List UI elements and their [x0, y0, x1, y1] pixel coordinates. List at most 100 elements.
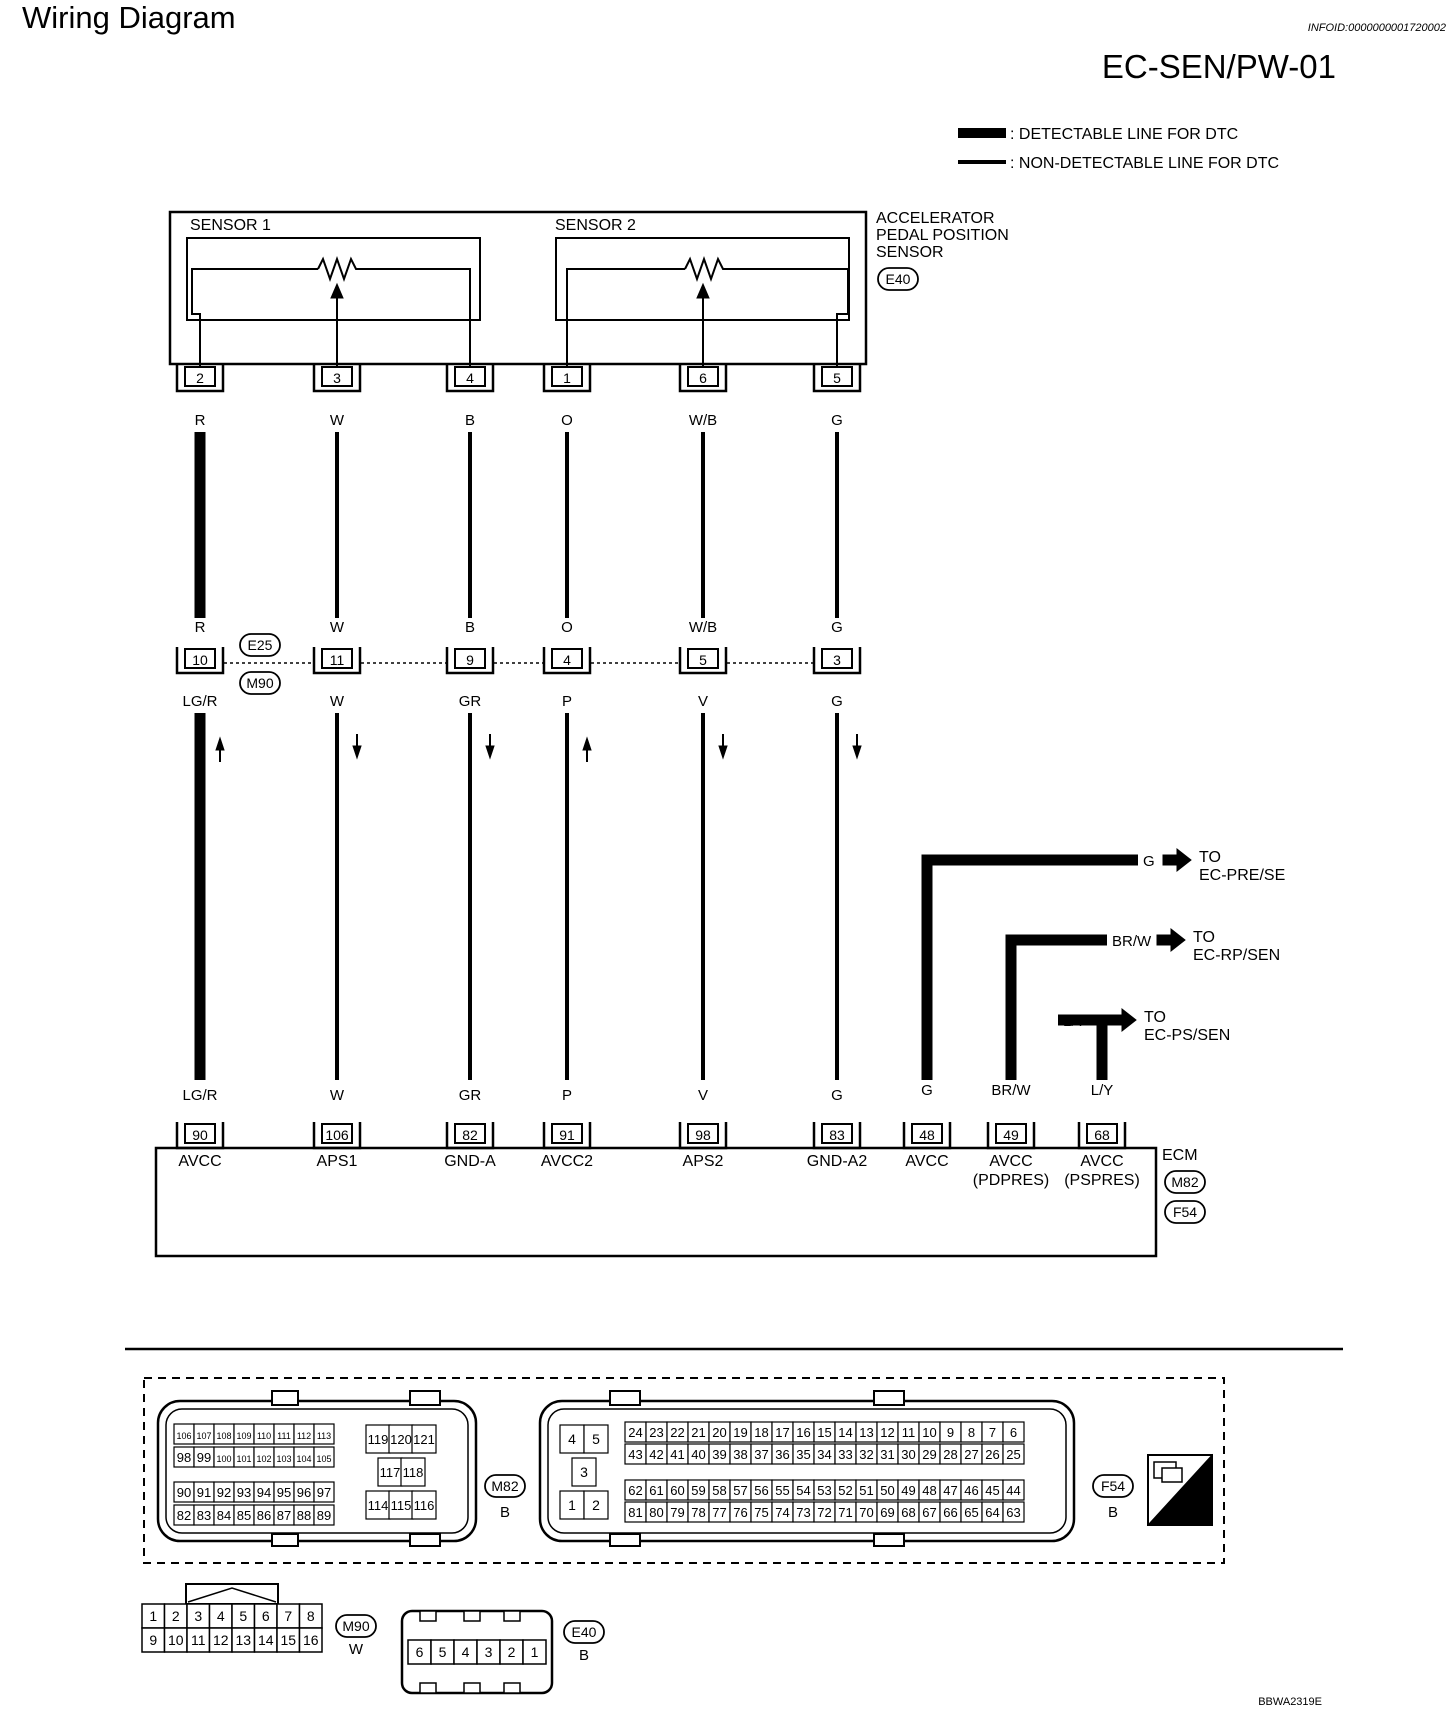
- f54-pin-number: 73: [796, 1505, 810, 1520]
- f54-pin-number: 44: [1006, 1483, 1020, 1498]
- m82-pin-number: 86: [257, 1508, 271, 1523]
- m82-tab: [409, 1533, 441, 1547]
- m90-pin-number: 10: [168, 1632, 184, 1648]
- m82-pin-number: 109: [236, 1431, 251, 1441]
- ecm-connector-m82-outline: [1164, 1170, 1206, 1194]
- branch-wire-48: [921, 854, 1138, 1080]
- f54-pin-number: 46: [964, 1483, 978, 1498]
- f54-pin-number: 34: [817, 1447, 831, 1462]
- wire-color-at-ecm: W: [330, 1087, 345, 1104]
- f54-pin-number: 70: [859, 1505, 873, 1520]
- m90-pin-number: 15: [280, 1632, 296, 1648]
- m82-cavity: [400, 1457, 426, 1487]
- f54-pin-number: 56: [754, 1483, 768, 1498]
- f54-pin-number: 63: [1006, 1505, 1020, 1520]
- f54-connector-name: F54: [1101, 1478, 1125, 1494]
- m82-tab: [271, 1390, 299, 1406]
- ecm-pin-label: AVCC: [905, 1153, 948, 1170]
- joint-pin-3-box: [821, 648, 853, 669]
- m82-pin-number: 111: [277, 1431, 291, 1441]
- joint-pin-5-box: [687, 648, 719, 669]
- f54-pin-number: 36: [775, 1447, 789, 1462]
- f54-tab: [609, 1390, 641, 1406]
- f54-tab: [873, 1533, 905, 1547]
- drawing-id: BBWA2319E: [1258, 1696, 1322, 1708]
- m82-pin-number: 119: [368, 1432, 389, 1447]
- f54-pin-number: 67: [922, 1505, 936, 1520]
- branch-wire-color: L/Y: [1063, 1013, 1086, 1030]
- sensor-name-line-2: PEDAL POSITION: [876, 227, 1009, 244]
- f54-pin-number: 76: [733, 1505, 747, 1520]
- f54-cavity: [1002, 1443, 1025, 1465]
- f54-pin-number: 52: [838, 1483, 852, 1498]
- f54-cavity: [583, 1424, 609, 1454]
- f54-pin-number: 4: [568, 1431, 576, 1447]
- wire-color-at-joint: B: [465, 619, 475, 636]
- branch-arrow: [1162, 847, 1192, 873]
- f54-pin-number: 54: [796, 1483, 810, 1498]
- f54-pin-number: 27: [964, 1447, 978, 1462]
- sensor-pin-6-bracket: [678, 365, 728, 393]
- wire-color-top: W: [330, 412, 345, 429]
- m82-pin-number: 90: [177, 1485, 191, 1500]
- m82-cavity: [313, 1504, 335, 1526]
- ecm-pin-label: AVCC: [1080, 1153, 1123, 1170]
- ecm-name: ECM: [1162, 1147, 1198, 1164]
- joint-pin-3: 3: [833, 652, 841, 668]
- m82-pin-number: 87: [277, 1508, 291, 1523]
- sensor-pin-2: 2: [196, 370, 204, 386]
- e40-connector-name-outline: [563, 1620, 605, 1644]
- ecm-pin-83: 83: [829, 1127, 845, 1143]
- f54-pin-number: 50: [880, 1483, 894, 1498]
- branch-arrow: [1156, 927, 1186, 953]
- m82-tab: [271, 1533, 299, 1547]
- ecm-pin-48-box: [911, 1123, 943, 1144]
- ecm-pin-106: 106: [325, 1127, 349, 1143]
- m82-pin-number: 89: [317, 1508, 331, 1523]
- legend-thick-line: [958, 128, 1006, 138]
- f54-pin-number: 35: [796, 1447, 810, 1462]
- f54-pin-number: 59: [691, 1483, 705, 1498]
- ecm-pin-82-box: [454, 1123, 486, 1144]
- m90-pin-number: 13: [235, 1632, 251, 1648]
- f54-pin-number: 45: [985, 1483, 999, 1498]
- m90-pin-number: 8: [307, 1608, 315, 1624]
- ecm-pin-sublabel: (PDPRES): [973, 1172, 1049, 1189]
- sensor-pin-6-box: [687, 366, 719, 387]
- f54-pin-number: 6: [1010, 1425, 1017, 1440]
- m82-cavity: [411, 1424, 437, 1454]
- ecm-pin-label: AVCC: [989, 1153, 1032, 1170]
- m82-pin-number: 100: [216, 1454, 231, 1464]
- ecm-pin-90-box: [184, 1123, 216, 1144]
- wire-color-at-joint: W/B: [689, 619, 717, 636]
- joint-pin-11-box: [321, 648, 353, 669]
- m90-pin-number: 11: [191, 1632, 206, 1648]
- m82-pin-number: 114: [368, 1498, 389, 1513]
- m82-pin-number: 118: [403, 1465, 424, 1480]
- ecm-pin-48: 48: [919, 1127, 935, 1143]
- e40-latch: [419, 1682, 437, 1694]
- junction-upper-connector-outline: [239, 633, 281, 657]
- wire-color-at-ecm: LG/R: [182, 1087, 217, 1104]
- f54-pin-number: 57: [733, 1483, 747, 1498]
- sensor-pin-4-box: [454, 366, 486, 387]
- joint-pin-4: 4: [563, 652, 571, 668]
- f54-pin-number: 43: [628, 1447, 642, 1462]
- joint-pin-5-bracket: [678, 647, 728, 675]
- f54-pin-number: 39: [712, 1447, 726, 1462]
- joint-pin-10: 10: [192, 652, 208, 668]
- wire-color-top: R: [195, 412, 206, 429]
- legend-non-detectable-label: : NON-DETECTABLE LINE FOR DTC: [1010, 155, 1279, 172]
- legend-detectable-label: : DETECTABLE LINE FOR DTC: [1010, 126, 1238, 143]
- m90-pin-number: 14: [258, 1632, 274, 1648]
- f54-pin-number: 10: [922, 1425, 936, 1440]
- wire-color-at-ecm: G: [831, 1087, 843, 1104]
- wire-color-below-joint: GR: [459, 693, 482, 710]
- m82-pin-number: 101: [236, 1454, 251, 1464]
- joint-pin-9: 9: [466, 652, 474, 668]
- m82-pin-number: 108: [216, 1431, 231, 1441]
- m82-pin-number: 91: [197, 1485, 211, 1500]
- f54-pin-number: 51: [859, 1483, 873, 1498]
- m82-pin-number: 121: [413, 1432, 435, 1447]
